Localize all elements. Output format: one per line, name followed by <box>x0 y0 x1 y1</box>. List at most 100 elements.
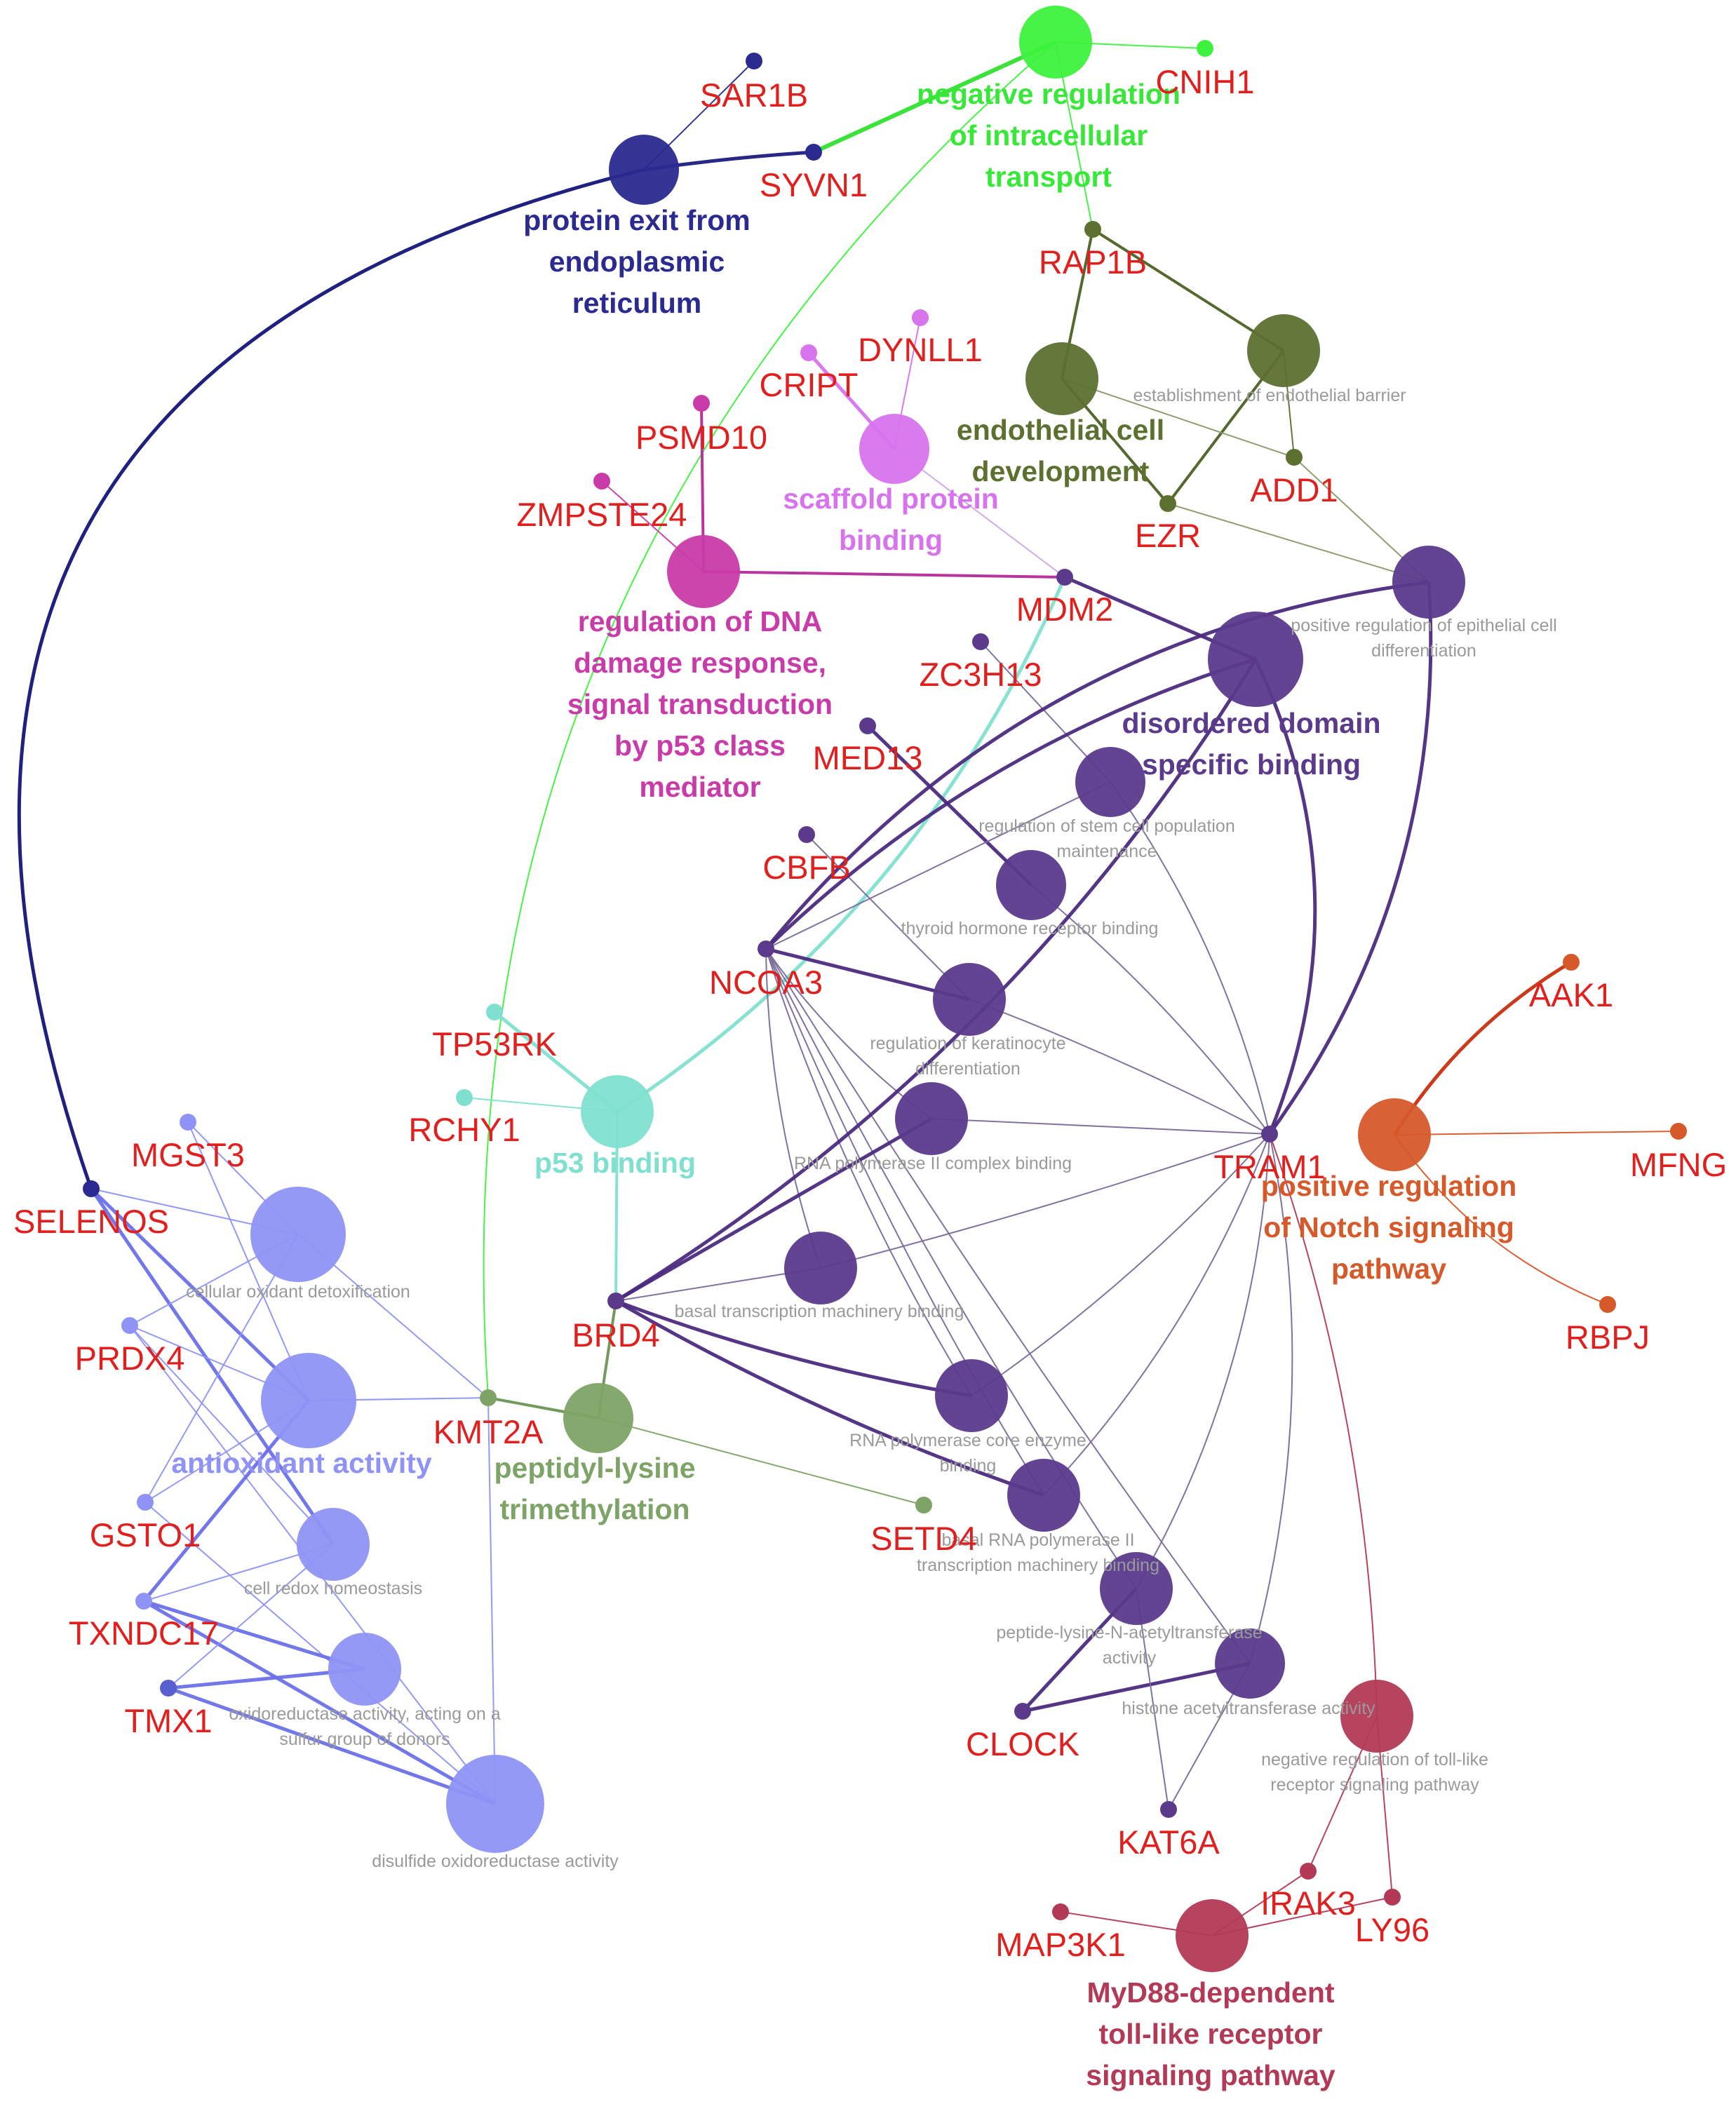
gene-node-zmpste24[interactable] <box>593 473 610 490</box>
cluster-node-negative-regulation-of-intracellular-transport[interactable] <box>1019 6 1092 79</box>
cluster-node-regulation-of-stem-cell-population-maintenance[interactable] <box>1075 747 1145 817</box>
edge-tram1-c14 <box>1043 1133 1270 1496</box>
gene-label-clock: CLOCK <box>966 1725 1079 1762</box>
cluster-node-scaffold-protein-binding[interactable] <box>859 414 929 484</box>
gene-label-med13: MED13 <box>813 739 923 776</box>
gene-node-add1[interactable] <box>1286 449 1303 466</box>
cluster-node-basal-transcription-machinery-binding[interactable] <box>784 1232 857 1304</box>
edge-selenos-c22 <box>89 1187 335 1546</box>
edge-gsto1-c24 <box>144 1502 496 1805</box>
cluster-node-histone-acetyltransferase-activity[interactable] <box>1215 1628 1285 1699</box>
gene-node-clock[interactable] <box>1014 1703 1031 1720</box>
edge-prdx4-c22 <box>129 1325 334 1545</box>
cluster-node-positive-regulation-of-epithelial-cell-differentiation[interactable] <box>1392 546 1465 619</box>
cluster-node-regulation-of-keratinocyte-differentiation[interactable] <box>933 963 1006 1036</box>
gene-node-rap1b[interactable] <box>1084 221 1101 238</box>
cluster-node-peptidyl-lysine-trimethylation[interactable] <box>563 1383 633 1453</box>
gene-node-irak3[interactable] <box>1300 1863 1317 1880</box>
gene-node-tram1[interactable] <box>1261 1126 1278 1142</box>
gene-label-ly96: LY96 <box>1355 1911 1429 1948</box>
cluster-node-disordered-domain-specific-binding[interactable] <box>1208 612 1303 707</box>
gene-node-dynll1[interactable] <box>912 309 929 326</box>
cluster-node-p53-binding[interactable] <box>581 1075 654 1148</box>
cluster-node-establishment-of-endothelial-barrier[interactable] <box>1247 314 1320 387</box>
gene-node-brd4[interactable] <box>607 1293 624 1309</box>
cluster-node-basal-rna-polymerase-ii-transcription-machinery-binding[interactable] <box>1007 1459 1080 1532</box>
gene-node-syvn1[interactable] <box>805 144 822 161</box>
gene-node-cript[interactable] <box>800 344 817 361</box>
edge-ncoa3-c16 <box>765 948 1251 1664</box>
cluster-node-cellular-oxidant-detoxification[interactable] <box>250 1187 346 1282</box>
cluster-node-rna-polymerase-ii-complex-binding[interactable] <box>895 1082 968 1155</box>
edge-txndc17-c24 <box>142 1599 497 1806</box>
gene-node-med13[interactable] <box>859 717 876 734</box>
gene-node-aak1[interactable] <box>1563 954 1580 971</box>
gene-node-ly96[interactable] <box>1384 1889 1401 1906</box>
cluster-node-thyroid-hormone-receptor-binding[interactable] <box>996 850 1066 920</box>
cluster-node-antioxidant-activity[interactable] <box>261 1353 356 1448</box>
cluster-node-regulation-of-dna-damage-response-signal-transduction-by-p53-class-mediator[interactable] <box>667 535 740 608</box>
gene-node-kat6a[interactable] <box>1160 1801 1177 1818</box>
gene-node-sar1b[interactable] <box>746 53 762 69</box>
gene-node-cnih1[interactable] <box>1197 40 1213 57</box>
edge-tram1-c12 <box>820 1133 1270 1269</box>
gene-node-mgst3[interactable] <box>180 1114 196 1131</box>
gene-label-gsto1: GSTO1 <box>90 1516 201 1553</box>
cluster-node-positive-regulation-of-notch-signaling-pathway[interactable] <box>1358 1098 1431 1171</box>
gene-label-irak3: IRAK3 <box>1260 1884 1356 1922</box>
gene-label-cbfb: CBFB <box>762 849 850 886</box>
gene-node-setd4[interactable] <box>915 1497 932 1513</box>
gene-node-ezr[interactable] <box>1159 495 1176 512</box>
cluster-node-cell-redox-homeostasis[interactable] <box>297 1508 370 1581</box>
edge-ncoa3-c7 <box>765 657 1256 950</box>
gene-label-rap1b: RAP1B <box>1039 243 1147 281</box>
gene-node-ncoa3[interactable] <box>758 940 774 957</box>
gene-label-kat6a: KAT6A <box>1117 1823 1220 1861</box>
gene-label-prdx4: PRDX4 <box>75 1340 185 1377</box>
gene-label-tmx1: TMX1 <box>124 1702 212 1739</box>
cluster-node-disulfide-oxidoreductase-activity[interactable] <box>446 1755 544 1853</box>
gene-node-tp53rk[interactable] <box>486 1004 503 1020</box>
cluster-node-peptide-lysine-n-acetyltransferase-activity[interactable] <box>1100 1552 1173 1625</box>
gene-node-rbpj[interactable] <box>1599 1296 1616 1313</box>
gene-node-selenos[interactable] <box>83 1180 100 1197</box>
gene-label-sar1b: SAR1B <box>700 76 808 114</box>
cluster-node-oxidoreductase-activity-acting-on-a-sulfur-group-of-donors[interactable] <box>328 1633 401 1706</box>
gene-node-rchy1[interactable] <box>456 1089 473 1106</box>
cluster-node-rna-polymerase-core-enzyme-binding[interactable] <box>935 1359 1008 1432</box>
gene-label-txndc17: TXNDC17 <box>69 1614 219 1652</box>
edge-ncoa3-c8 <box>765 781 1111 950</box>
gene-node-txndc17[interactable] <box>135 1593 152 1610</box>
gene-label-ncoa3: NCOA3 <box>709 964 823 1001</box>
cluster-label-cellular-oxidant-detoxification: cellular oxidant detoxification <box>186 1282 410 1302</box>
gene-label-selenos: SELENOS <box>13 1203 169 1240</box>
cluster-label-cell-redox-homeostasis: cell redox homeostasis <box>244 1579 422 1598</box>
edge-brd4-c14 <box>614 1299 1044 1497</box>
gene-label-cnih1: CNIH1 <box>1155 63 1254 100</box>
gene-node-gsto1[interactable] <box>137 1494 154 1511</box>
gene-label-zc3h13: ZC3H13 <box>919 656 1042 693</box>
gene-node-kmt2a[interactable] <box>480 1389 497 1406</box>
gene-node-prdx4[interactable] <box>121 1317 138 1334</box>
gene-node-psmd10[interactable] <box>693 395 710 412</box>
cluster-node-endothelial-cell-development[interactable] <box>1025 342 1098 415</box>
cluster-node-myd88-dependent-toll-like-receptor-signaling-pathway[interactable] <box>1176 1899 1249 1972</box>
gene-node-mfng[interactable] <box>1670 1123 1687 1140</box>
gene-node-cbfb[interactable] <box>798 826 815 843</box>
edge-ncoa3-c13 <box>765 948 972 1396</box>
gene-node-zc3h13[interactable] <box>972 633 989 650</box>
cluster-label-thyroid-hormone-receptor-binding: thyroid hormone receptor binding <box>901 919 1159 938</box>
gene-node-tmx1[interactable] <box>160 1680 177 1697</box>
gene-node-map3k1[interactable] <box>1052 1903 1069 1920</box>
gene-label-syvn1: SYVN1 <box>760 166 868 203</box>
cluster-node-negative-regulation-of-toll-like-receptor-signaling-pathway[interactable] <box>1340 1680 1413 1753</box>
gene-node-mdm2[interactable] <box>1056 569 1073 586</box>
cluster-node-protein-exit-from-endoplasmic-reticulum[interactable] <box>609 135 679 205</box>
edge-mdm2-c17 <box>616 576 1067 1114</box>
gene-label-rbpj: RBPJ <box>1566 1319 1650 1356</box>
